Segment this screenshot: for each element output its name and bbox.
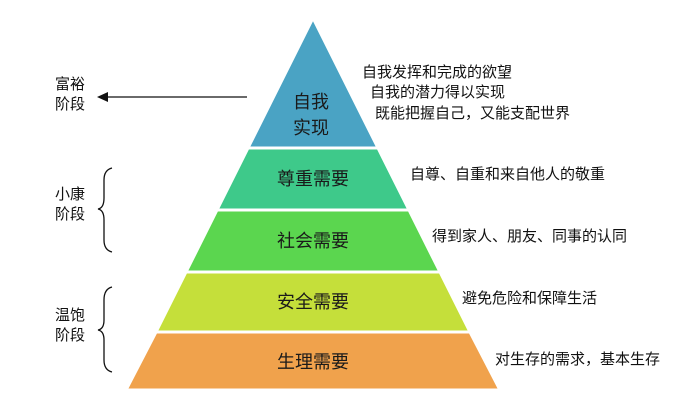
level-esteem-desc: 自尊、自重和来自他人的敬重 [410, 165, 605, 183]
stage-moderate-label-line-2: 阶段 [55, 205, 85, 223]
stage-wealthy-label-line-1: 富裕 [55, 75, 85, 93]
stage-subsistence-label-line-2: 阶段 [55, 326, 85, 344]
level-self-actualization-label-line-2: 实现 [293, 118, 329, 139]
level-self-actualization-desc-line-1: 自我发挥和完成的欲望 [362, 63, 512, 81]
level-physiological-label: 生理需要 [277, 352, 349, 373]
stage-moderate-label-line-1: 小康 [55, 185, 85, 203]
level-social-label: 社会需要 [277, 231, 349, 252]
level-self-actualization-label-line-1: 自我 [293, 92, 329, 113]
level-self-actualization-desc-line-2: 自我的潜力得以实现 [370, 83, 505, 101]
stage-wealthy-label-line-2: 阶段 [55, 95, 85, 113]
brace-left-icon [97, 286, 113, 373]
stage-subsistence-label-line-1: 温饱 [55, 306, 85, 324]
level-physiological-desc: 对生存的需求，基本生存 [495, 350, 660, 368]
level-physiological-band [123, 330, 503, 392]
arrow-left-icon [97, 92, 247, 102]
level-self-actualization-desc-line-3: 既能把握自己，又能支配世界 [375, 104, 570, 122]
level-social-desc: 得到家人、朋友、同事的认同 [432, 227, 627, 245]
level-safety-label: 安全需要 [277, 292, 349, 313]
brace-left-icon [97, 167, 113, 253]
level-esteem-label: 尊重需要 [277, 169, 349, 190]
level-safety-desc: 避免危险和保障生活 [462, 289, 597, 307]
